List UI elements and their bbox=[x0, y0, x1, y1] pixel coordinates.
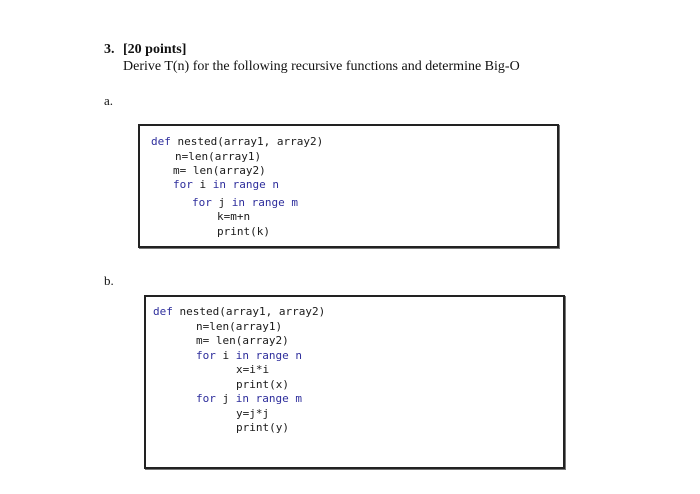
code-line: x=i*i bbox=[236, 363, 270, 376]
code-line: print(k) bbox=[217, 225, 270, 238]
code-line: for j in range m bbox=[196, 392, 302, 405]
part-a-label: a. bbox=[104, 93, 114, 108]
code-line: def nested(array1, array2) bbox=[151, 135, 324, 148]
code-line: y=j*j bbox=[236, 407, 270, 420]
code-line: print(y) bbox=[236, 421, 289, 434]
question-prompt: Derive T(n) for the following recursive … bbox=[123, 59, 520, 74]
code-box-b: def nested(array1, array2) n=len(array1)… bbox=[144, 295, 565, 469]
code-line: for i in range n bbox=[196, 349, 302, 362]
code-line: m= len(array2) bbox=[196, 334, 289, 347]
code-line: print(x) bbox=[236, 378, 289, 391]
code-box-a: def nested(array1, array2) n=len(array1)… bbox=[138, 124, 559, 248]
code-line: n=len(array1) bbox=[175, 150, 262, 163]
question-points: [20 points] bbox=[123, 42, 187, 57]
code-line: m= len(array2) bbox=[173, 164, 266, 177]
code-line: def nested(array1, array2) bbox=[153, 305, 326, 318]
code-line: n=len(array1) bbox=[196, 320, 283, 333]
code-line: k=m+n bbox=[217, 210, 251, 223]
code-line: for i in range n bbox=[173, 178, 279, 191]
question-number: 3. bbox=[104, 42, 115, 57]
code-line: for j in range m bbox=[192, 196, 298, 209]
part-b-label: b. bbox=[104, 273, 114, 288]
